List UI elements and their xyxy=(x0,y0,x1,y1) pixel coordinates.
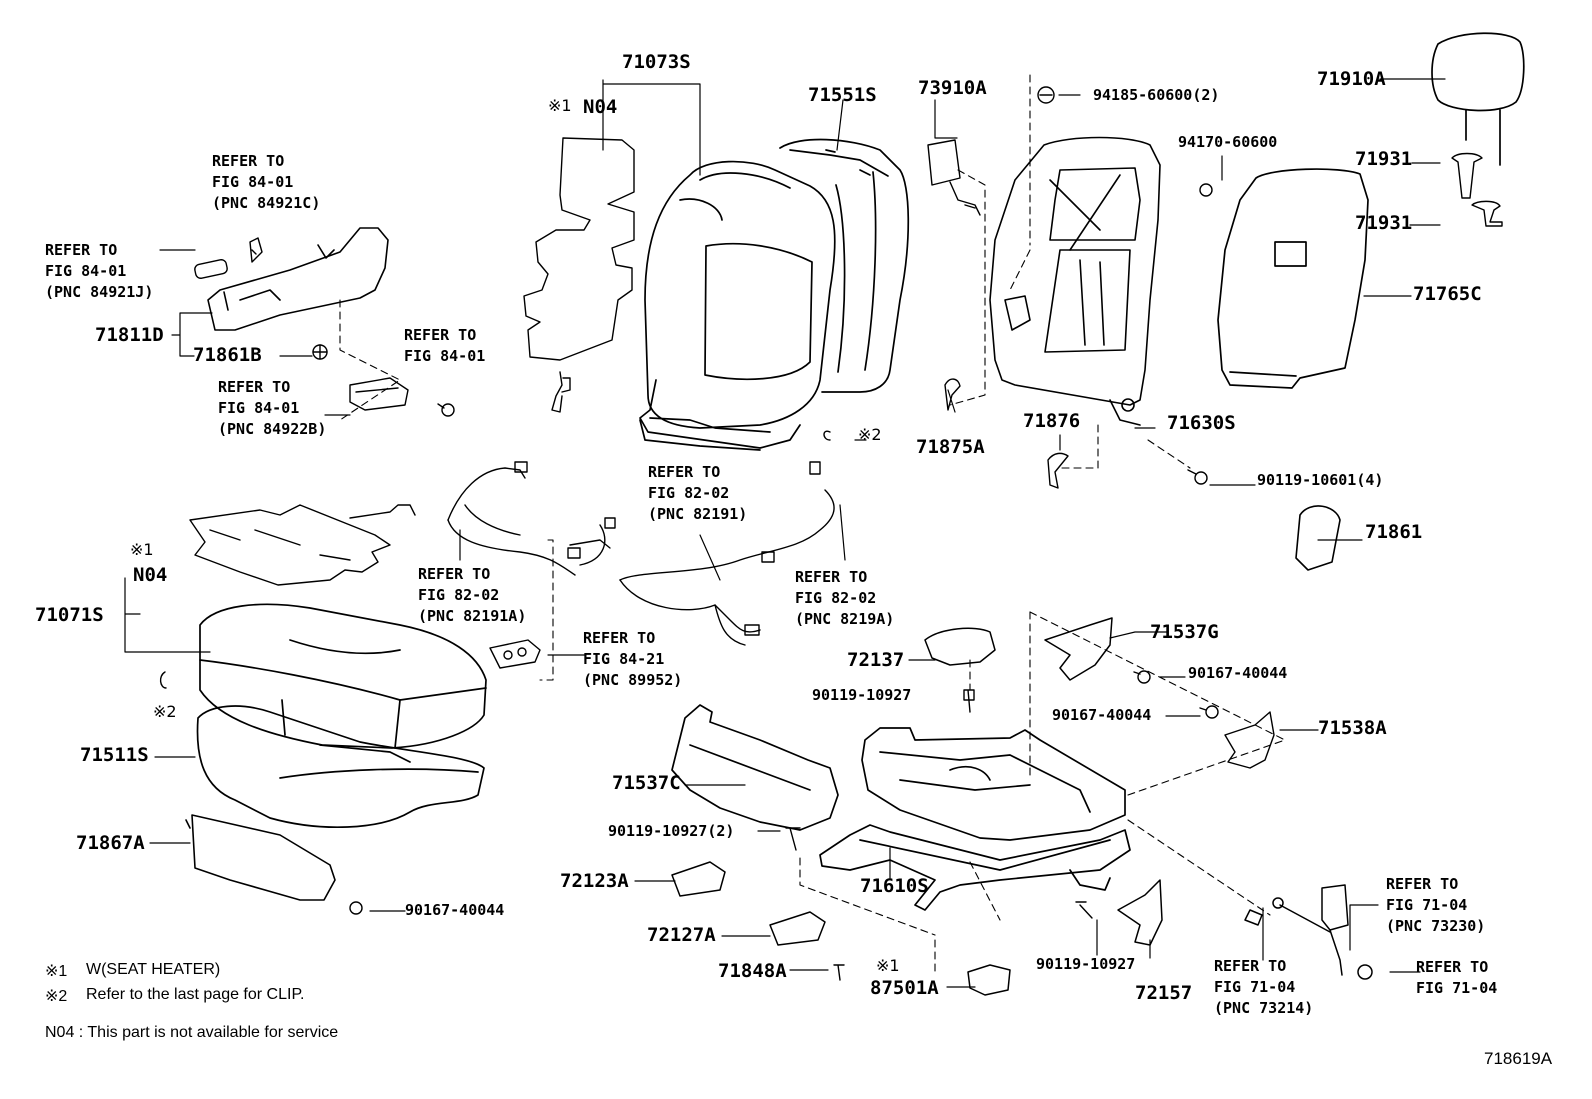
lumbar-module xyxy=(927,139,981,216)
cover-71537g xyxy=(1044,617,1113,681)
cushion-heater-pad xyxy=(189,504,416,586)
part-label: 71876 xyxy=(1023,410,1081,432)
part-label: 72123A xyxy=(560,870,629,892)
seatback-board xyxy=(1217,168,1369,389)
part-label: 71610S xyxy=(860,875,929,897)
footnote-mark: ※1 xyxy=(130,540,154,559)
part-label: 71867A xyxy=(76,832,145,854)
part-label: 90167-40044 xyxy=(1052,706,1152,724)
footnote-text: N04 : This part is not available for ser… xyxy=(45,1024,339,1041)
leader-lines xyxy=(124,78,1446,988)
seat-side-shield xyxy=(207,227,389,331)
backrest-frame xyxy=(989,136,1161,426)
footnote-mark: ※2 xyxy=(45,988,68,1005)
wire-harnesses xyxy=(447,461,616,576)
part-label: 72137 xyxy=(847,649,905,671)
figure-code: 718619A xyxy=(1484,1049,1553,1068)
cover-72137 xyxy=(924,627,996,666)
side-cover-71537c xyxy=(671,704,839,831)
footnote-text: Refer to the last page for CLIP. xyxy=(86,986,305,1003)
part-label: 71931 xyxy=(1355,212,1413,234)
headrest xyxy=(1431,32,1525,166)
cover-71538a xyxy=(1224,711,1275,769)
footnote-mark: ※2 xyxy=(153,702,177,721)
backrest-heater-pad xyxy=(523,137,635,413)
part-label: 71071S xyxy=(35,604,104,626)
seat-switch xyxy=(349,377,409,411)
seat-cushion-pad xyxy=(196,705,485,829)
part-label: 72157 xyxy=(1135,982,1193,1004)
part-label: 87501A xyxy=(870,977,939,999)
connector-89952 xyxy=(489,639,541,669)
part-label: 90119-10927(2) xyxy=(608,822,735,840)
part-label: 90167-40044 xyxy=(1188,664,1288,682)
covers-and-buckle xyxy=(671,861,1373,996)
part-label: 71931 xyxy=(1355,148,1413,170)
dashed-lines xyxy=(339,74,1286,976)
part-label: N04 xyxy=(133,564,168,586)
footnote-mark: ※1 xyxy=(45,963,68,980)
part-label: 71875A xyxy=(916,436,985,458)
footnote-mark: ※2 xyxy=(858,425,882,444)
headrest-guides xyxy=(1451,152,1503,227)
part-label: 71811D xyxy=(95,324,164,346)
part-label: 72127A xyxy=(647,924,716,946)
part-label: 90119-10601(4) xyxy=(1257,471,1384,489)
part-label: 90167-40044 xyxy=(405,901,505,919)
part-label: 71848A xyxy=(718,960,787,982)
part-label: 90119-10927 xyxy=(812,686,912,704)
part-label: 94170-60600 xyxy=(1178,133,1278,151)
part-label: N04 xyxy=(583,96,618,118)
footnote-mark: ※1 xyxy=(548,96,572,115)
part-label: 71910A xyxy=(1317,68,1386,90)
part-label: 71861 xyxy=(1365,521,1423,543)
seat-frame xyxy=(819,727,1131,911)
part-label: 71537G xyxy=(1150,621,1219,643)
backrest-cover xyxy=(639,160,836,451)
backrest-pad xyxy=(779,138,910,393)
part-label: 71511S xyxy=(80,744,149,766)
part-label: 71537C xyxy=(612,772,681,794)
part-label: 73910A xyxy=(918,77,987,99)
part-label: 94185-60600(2) xyxy=(1093,86,1220,104)
part-label: 71538A xyxy=(1318,717,1387,739)
seat-cushion-cover xyxy=(199,603,487,749)
clips-71876-71875a xyxy=(159,378,1069,689)
small-clips xyxy=(312,86,1219,981)
footnote-mark: ※1 xyxy=(876,956,900,975)
part-label: 71630S xyxy=(1167,412,1236,434)
front-trim-panel xyxy=(185,814,336,901)
wire-harness-right xyxy=(619,461,835,646)
switch-knobs xyxy=(194,237,263,279)
footnote-text: W(SEAT HEATER) xyxy=(86,961,221,978)
part-label: 71073S xyxy=(622,51,691,73)
recliner-knob xyxy=(1295,505,1341,571)
part-label: 71765C xyxy=(1413,283,1482,305)
part-label: 90119-10927 xyxy=(1036,955,1136,973)
part-label: 71551S xyxy=(808,84,877,106)
part-label: 71861B xyxy=(193,344,262,366)
